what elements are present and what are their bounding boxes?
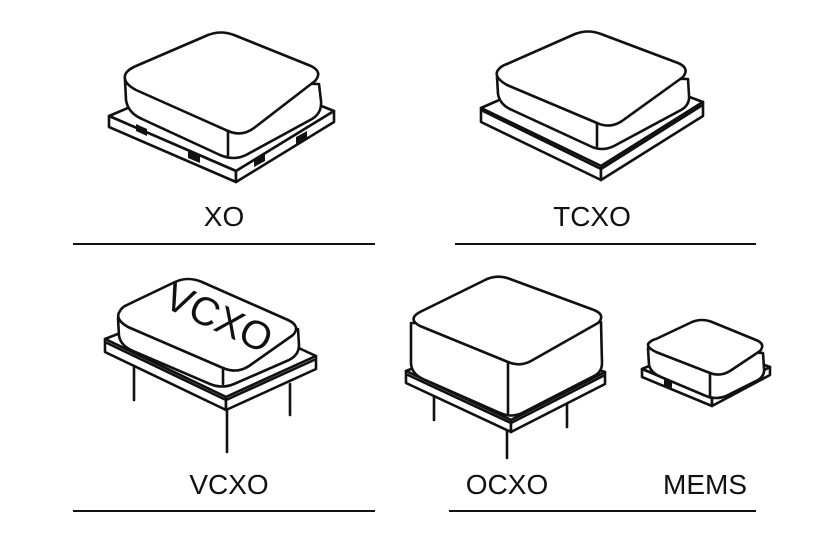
mems-label: MEMS bbox=[663, 469, 747, 500]
xo-pad bbox=[296, 131, 307, 144]
vcxo-label: VCXO bbox=[189, 469, 268, 500]
vcxo-package: VCXO bbox=[103, 274, 318, 454]
tcxo-package bbox=[479, 30, 705, 182]
ocxo-label: OCXO bbox=[466, 469, 548, 500]
xo-pad bbox=[254, 154, 265, 167]
xo-label: XO bbox=[204, 201, 244, 232]
xo-pad bbox=[136, 124, 147, 136]
ocxo-package bbox=[404, 275, 607, 460]
xo-pad bbox=[188, 151, 200, 163]
tcxo-label: TCXO bbox=[553, 201, 631, 232]
mems-package bbox=[640, 318, 772, 408]
xo-package bbox=[107, 31, 336, 184]
